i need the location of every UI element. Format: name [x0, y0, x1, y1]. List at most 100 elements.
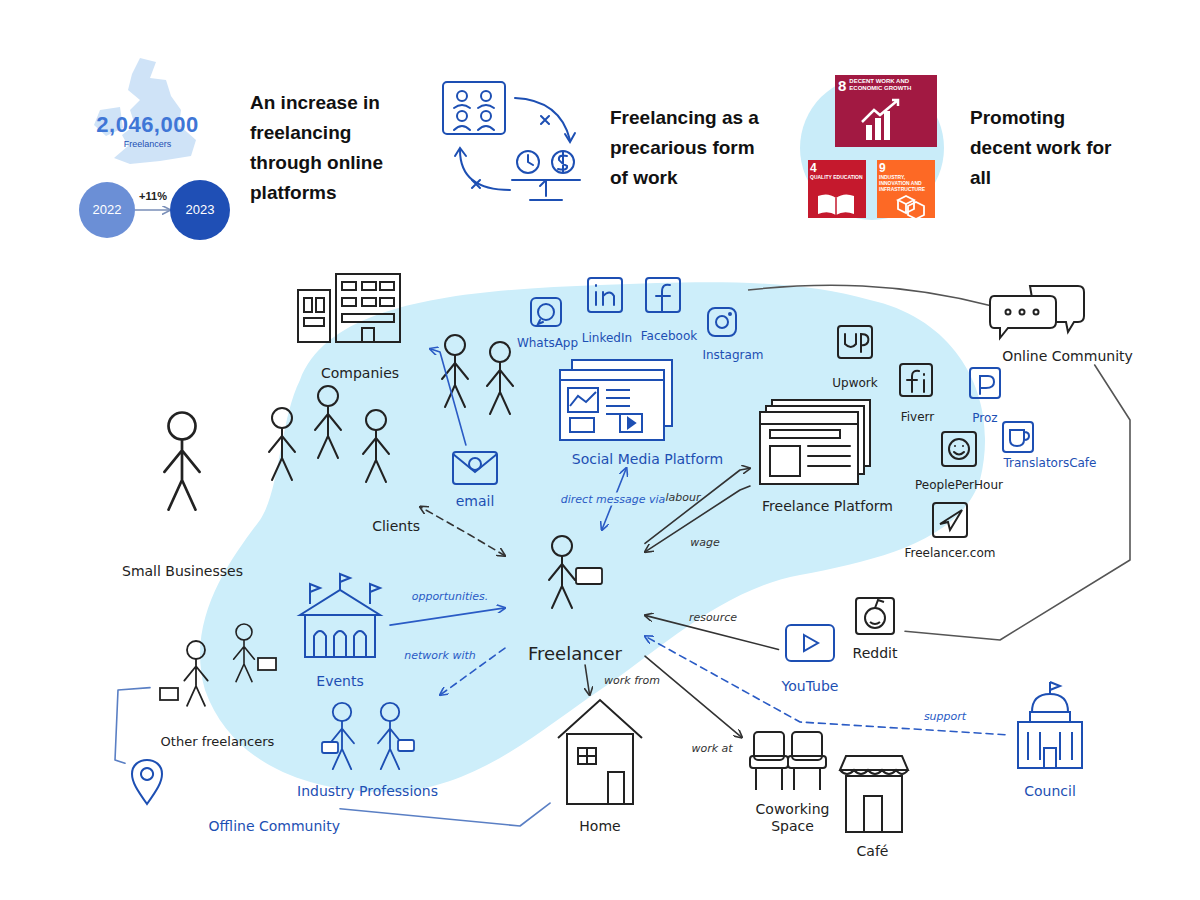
translatorscafe: TranslatorsCafe — [990, 420, 1110, 470]
email-icon — [453, 452, 497, 484]
online-community: Online Community — [985, 280, 1150, 365]
node-sublabel: QUALITY EDUCATION — [810, 175, 863, 181]
social-window-part — [560, 379, 664, 381]
laptops-part — [258, 658, 276, 670]
node-label: Companies — [321, 365, 399, 382]
node-label: LinkedIn — [582, 331, 632, 345]
companies-buildings-part — [336, 274, 400, 342]
headline: An increase in freelancing through onlin… — [250, 88, 425, 208]
sdg-tiles-part — [808, 160, 866, 218]
events-building-part — [305, 615, 375, 657]
reddit: Reddit — [845, 595, 905, 662]
social-window-part — [570, 418, 594, 432]
upwork: Upwork — [822, 322, 888, 390]
email-icon-part — [453, 454, 497, 472]
connector — [645, 468, 750, 543]
platform-icons-part-part — [760, 412, 858, 484]
precarious-icon-part — [460, 150, 510, 190]
home-house-part — [558, 700, 642, 738]
industry-people-part — [330, 703, 354, 769]
clients: Clients — [255, 385, 420, 535]
cafe-shop-part — [840, 756, 908, 770]
industry-people — [322, 703, 414, 769]
chat-bubbles-part — [1006, 310, 1011, 315]
connector — [135, 209, 170, 211]
node-label: Freelancer.com — [904, 546, 995, 560]
social-icons-part — [531, 298, 561, 326]
connector — [390, 608, 505, 625]
council-building-part — [1018, 722, 1082, 768]
social-media-platform: Social Media Platform — [550, 362, 745, 468]
stick-people-part — [549, 536, 575, 608]
connector — [420, 507, 505, 556]
email-icon-part — [469, 458, 481, 470]
platform-icons-part-part — [1010, 430, 1029, 446]
facebook: Facebook — [638, 275, 700, 343]
precarious-icon-part — [457, 91, 467, 101]
precarious-icon-part — [481, 91, 491, 101]
platform-icons-part-part — [760, 424, 858, 438]
platform-icons-part — [760, 326, 976, 537]
sdg-tiles-part — [818, 194, 854, 215]
node-label: Small Businesses — [122, 563, 243, 580]
sdg-tiles-part — [898, 196, 924, 219]
node-label: Coworking Space — [742, 801, 843, 835]
council-building-part — [1050, 682, 1060, 694]
edge-label: opportunities. — [410, 590, 491, 603]
precarious-icon-part — [454, 105, 494, 130]
platform-icons — [760, 326, 1033, 537]
instagram: Instagram — [699, 305, 767, 362]
node-label: 4 — [810, 162, 817, 174]
media-icons-part — [786, 625, 834, 661]
companies-buildings-part — [342, 298, 356, 306]
node-label: Café — [857, 843, 889, 860]
industry-people-part — [378, 703, 402, 769]
connector — [430, 349, 466, 445]
platform-icons-part-part — [838, 326, 872, 358]
node-label: Home — [579, 818, 620, 835]
uk-stat: 2,046,000Freelancers — [80, 106, 215, 156]
companies-buildings-part — [304, 298, 312, 312]
freelancer-com: Freelancer.com — [900, 500, 1000, 560]
sdg-tile: 4QUALITY EDUCATION — [808, 160, 866, 218]
sdg-tiles-part — [877, 160, 935, 218]
precarious-icon-part — [443, 82, 505, 134]
social-icons-part — [538, 320, 543, 324]
platform-icons-part-part — [970, 368, 1000, 398]
youtube: YouTube — [779, 620, 842, 695]
companies: Companies — [290, 270, 430, 382]
node-label: Events — [316, 673, 363, 690]
council-building-part — [1030, 712, 1070, 722]
connector — [645, 636, 1005, 735]
home-house-part — [567, 734, 633, 804]
node-label: email — [456, 493, 495, 510]
node-label: Instagram — [702, 348, 763, 362]
fiverr: Fiverr — [885, 362, 950, 424]
industry-people-part-part — [398, 740, 414, 751]
companies-buildings-part — [362, 298, 376, 306]
sdg-background — [800, 76, 944, 220]
email-node: email — [445, 445, 505, 510]
social-window-part — [570, 392, 596, 406]
connector — [115, 688, 150, 764]
platform-icons-part-part — [1003, 422, 1033, 452]
sdg-tiles-part-part — [898, 196, 914, 204]
coworking-chairs-part — [794, 768, 820, 790]
council-building-part — [1032, 694, 1068, 712]
uk-map-part — [114, 58, 196, 164]
headline: Freelancing as a precarious form of work — [610, 103, 775, 193]
stick-people-part — [269, 408, 295, 480]
social-icons-part — [708, 308, 736, 336]
coworking-chairs-part — [788, 756, 826, 768]
platform-icons-part-part — [949, 439, 969, 459]
coworking-chairs — [750, 732, 826, 790]
sdg-tiles — [808, 75, 937, 219]
sdg-tiles-part — [862, 100, 898, 122]
other-freelancers: Other freelancers — [150, 615, 285, 750]
platform-icons-part-part — [907, 371, 924, 392]
precarious-icon — [443, 82, 580, 200]
laptops-part — [160, 688, 178, 700]
node-label: Other freelancers — [161, 734, 275, 750]
